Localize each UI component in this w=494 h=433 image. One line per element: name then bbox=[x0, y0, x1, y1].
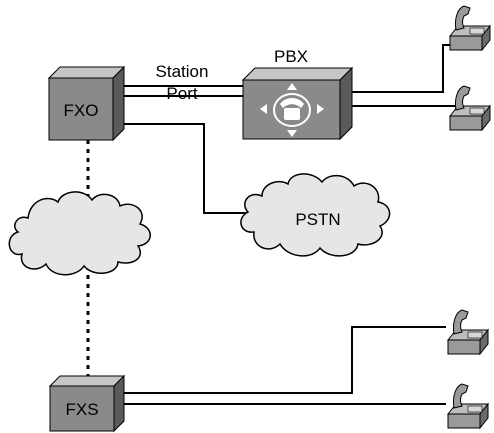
pbx-device: PBX bbox=[241, 47, 354, 141]
phone-icon-1 bbox=[449, 5, 491, 51]
fxo-device: FXO bbox=[47, 65, 126, 142]
pstn-cloud: PSTN bbox=[240, 173, 391, 257]
phone-icon-4 bbox=[447, 383, 489, 429]
fxo-pstn-line bbox=[118, 123, 250, 214]
fxo-label: FXO bbox=[64, 101, 99, 120]
pbx-symbol-icon bbox=[260, 83, 324, 137]
phone-icon-3 bbox=[447, 309, 489, 355]
pbx-label: PBX bbox=[274, 47, 308, 66]
fxs-phone3-line bbox=[120, 326, 446, 394]
ip-network-cloud bbox=[8, 191, 151, 276]
pstn-label: PSTN bbox=[295, 210, 340, 229]
station-port-label-line2: Port bbox=[166, 84, 197, 103]
connections bbox=[118, 44, 456, 405]
fxs-label: FXS bbox=[65, 400, 98, 419]
pbx-phone1-line bbox=[346, 44, 456, 93]
station-port-label-line1: Station bbox=[156, 62, 209, 81]
fxs-device: FXS bbox=[48, 374, 126, 433]
phone-icon-2 bbox=[449, 85, 491, 131]
